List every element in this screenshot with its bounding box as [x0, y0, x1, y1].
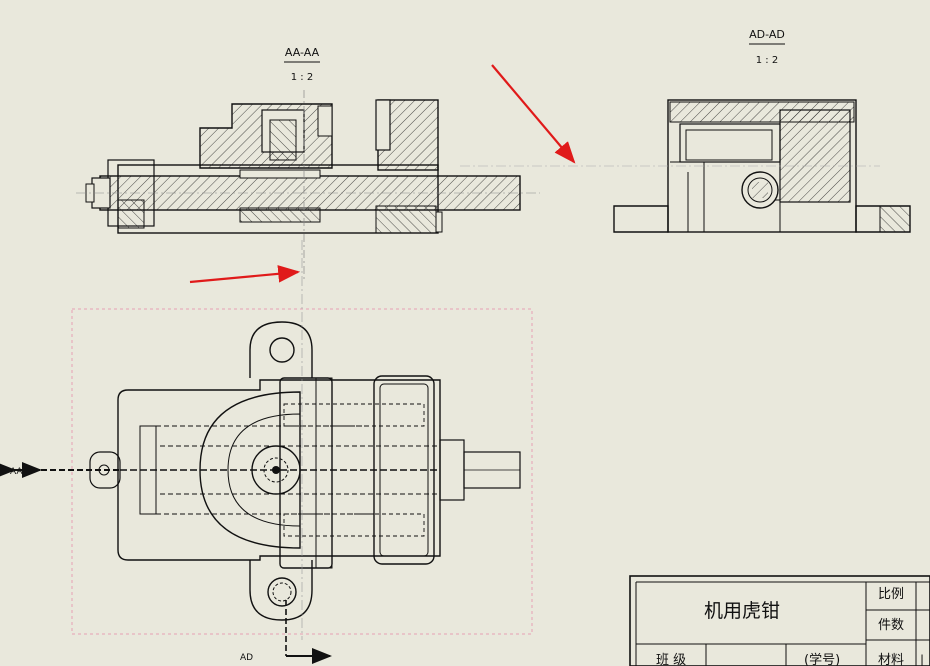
section-view-ad[interactable]: AD-AD 1 : 2 — [460, 28, 911, 233]
top-view[interactable]: AA AD — [0, 240, 533, 664]
title-block-title: 机用虎钳 — [704, 600, 780, 622]
title-block-student-id-label: (学号) — [804, 652, 840, 666]
section-ad-scale: 1 : 2 — [756, 55, 778, 66]
title-block-class-label: 班 级 — [656, 653, 686, 666]
section-aa-label: AA-AA — [285, 46, 320, 59]
annotation-arrow-top — [491, 64, 576, 164]
section-ad-label: AD-AD — [749, 28, 785, 41]
section-aa-scale: 1 : 2 — [291, 72, 313, 83]
title-block-scale-label: 比例 — [878, 587, 904, 602]
top-mount-hole — [269, 337, 295, 363]
title-block[interactable]: 机用虎钳 比例 件数 班 级 (学号) 材料 | — [629, 575, 930, 666]
cut-label-ad: AD — [240, 653, 253, 663]
top-body-outline — [117, 379, 441, 561]
title-block-count-label: 件数 — [878, 618, 904, 633]
cut-label-aa: AA — [10, 467, 23, 477]
title-block-material-label: 材料 — [878, 653, 904, 666]
annotation-arrow-left — [189, 265, 301, 284]
svg-text:|: | — [920, 653, 924, 666]
section-view-aa[interactable]: AA-AA 1 : 2 — [76, 46, 540, 280]
bottom-mount-hole — [267, 577, 297, 607]
